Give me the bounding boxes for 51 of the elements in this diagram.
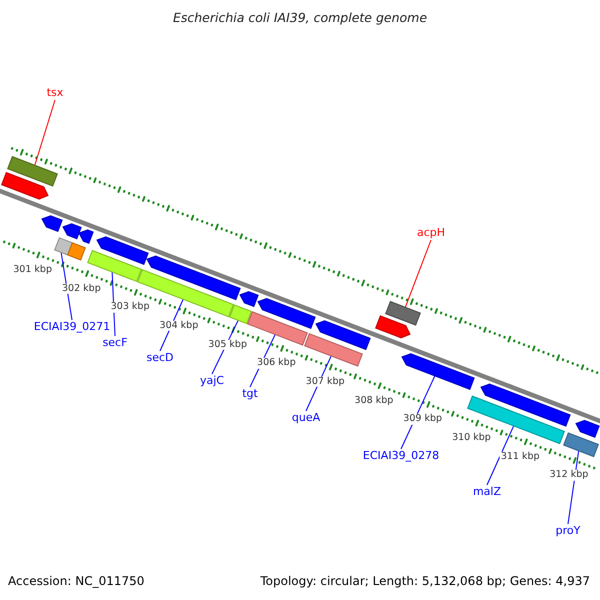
gene-bar: [87, 250, 142, 282]
gene-label: malZ: [472, 486, 502, 498]
gene-label: tsx: [46, 86, 64, 100]
gene-feature: [257, 298, 316, 329]
gene-feature: [1, 172, 49, 200]
leader-line: [404, 240, 432, 308]
gene-bar: [54, 237, 73, 256]
gene-feature: [375, 315, 411, 338]
gene-feature: [96, 236, 149, 265]
scale-label: 307 kbp: [304, 376, 346, 388]
gene-bar: [247, 311, 308, 346]
genome-info-text: Topology: circular; Length: 5,132,068 bp; Genes: 4,937: [260, 574, 590, 588]
gene-feature: [401, 353, 475, 390]
accession-text: Accession: NC_011750: [8, 574, 144, 588]
gene-bar: [385, 300, 421, 326]
gene-bar: [67, 242, 86, 261]
scale-label: 303 kbp: [110, 302, 150, 313]
gene-label: proY: [556, 524, 580, 538]
gene-bar: [7, 156, 58, 187]
gene-label: secD: [146, 352, 174, 364]
gene-label: ECIAI39_0278: [362, 450, 440, 462]
scale-label: 310 kbp: [451, 432, 492, 444]
scale-label: 301 kbp: [12, 264, 53, 276]
scale-label: 312 kbp: [548, 470, 590, 481]
scale-label: 304 kbp: [158, 320, 200, 332]
scale-label: 302 kbp: [61, 283, 102, 294]
gene-feature: [41, 215, 63, 232]
gene-feature: [146, 256, 241, 300]
scale-label: 305 kbp: [207, 339, 248, 350]
gene-label: ECIAI39_0271: [34, 320, 110, 334]
diagram-title: Escherichia coli IAI39, complete genome: [172, 11, 428, 25]
scale-label: 309 kbp: [402, 414, 444, 425]
gene-feature: [78, 229, 94, 244]
gene-label: acpH: [416, 226, 446, 240]
gene-feature: [62, 223, 82, 240]
gene-label: queA: [292, 412, 320, 424]
gene-bar: [563, 432, 599, 458]
gene-feature: [315, 320, 371, 350]
gene-label: secF: [102, 336, 128, 350]
scale-label: 308 kbp: [354, 396, 394, 406]
gene-feature: [480, 384, 571, 427]
gene-feature: [575, 420, 600, 438]
scale-label: 306 kbp: [256, 358, 297, 369]
scale-label: 311 kbp: [500, 452, 541, 462]
gene-label: yajC: [200, 374, 224, 388]
gene-bar: [304, 333, 363, 367]
leader-line: [34, 100, 56, 166]
gene-label: tgt: [242, 388, 258, 400]
leader-line: [486, 425, 514, 486]
gene-feature: [239, 291, 259, 308]
gene-bar: [229, 304, 252, 324]
